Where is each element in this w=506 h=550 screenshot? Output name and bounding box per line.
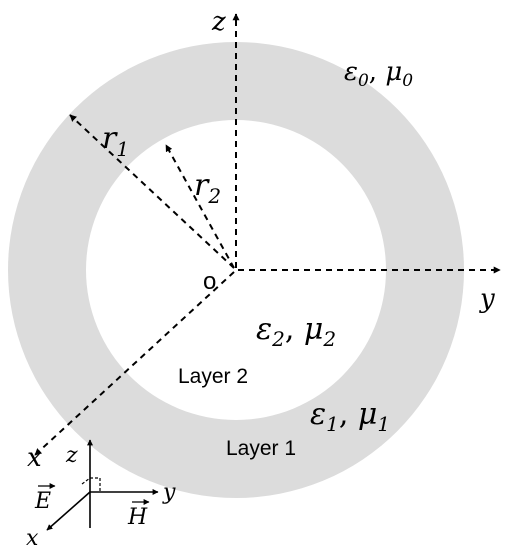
z-axis-label: z [211,7,226,37]
y-axis-label: y [479,284,495,314]
radius-r1-label: r1 [102,121,129,161]
radius-r2-line [165,144,235,269]
layer2-label: Layer 2 [178,365,248,388]
inset-right-angle-marker [81,477,101,492]
inset-y-label: y [162,480,176,505]
shell-region-params: ε1, μ1 [310,397,390,436]
radius-r2-label: r2 [194,168,221,208]
inset-z-label: z [65,443,78,468]
inset-x-label: x [26,526,39,550]
x-axis-label: x [27,443,42,473]
inset-x-axis [46,491,91,531]
x-axis [34,271,235,456]
inset-E-label: E [34,489,51,514]
radius-r1-line [69,114,235,269]
field-inset: z y x E H [26,439,176,550]
inner-sphere [86,120,386,420]
layer1-label: Layer 1 [226,437,296,460]
origin-label: o [203,268,216,295]
inset-H-label: H [127,505,148,530]
outside-region-params: ε0, μ0 [344,57,413,91]
core-region-params: ε2, μ2 [256,312,336,351]
